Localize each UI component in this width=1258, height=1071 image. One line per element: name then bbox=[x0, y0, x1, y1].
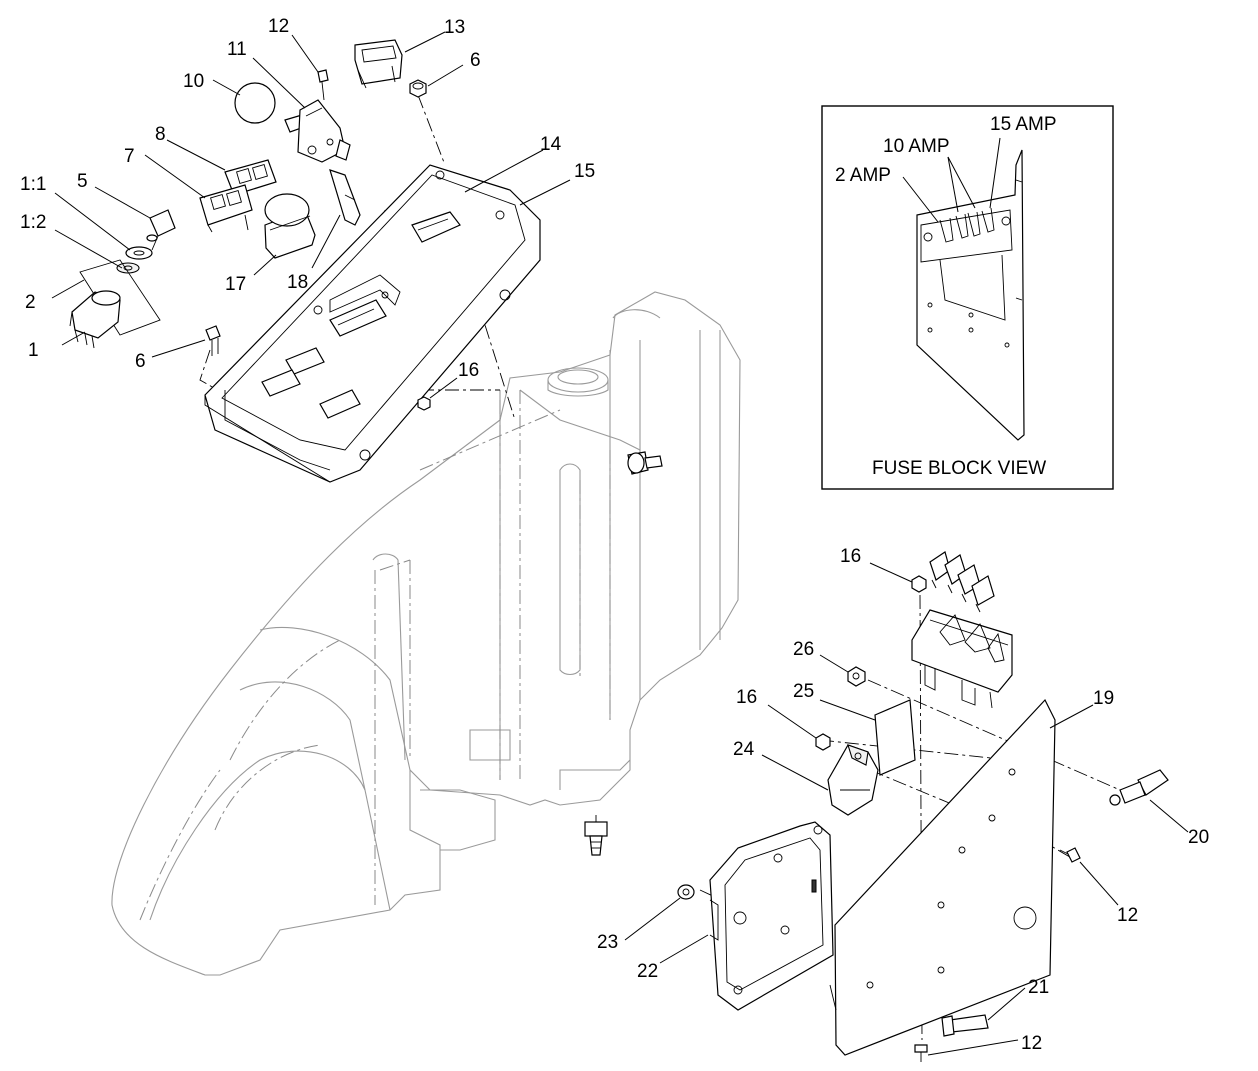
callout-11: 11 bbox=[227, 39, 247, 60]
callout-12-top: 12 bbox=[268, 16, 289, 37]
callout-12-bottom: 12 bbox=[1021, 1033, 1042, 1054]
part-25-pad bbox=[874, 699, 916, 776]
callout-16-middle: 16 bbox=[458, 360, 479, 381]
callout-17: 17 bbox=[225, 274, 246, 295]
callout-1-2: 1:2 bbox=[20, 212, 46, 233]
fuse-block-view-inset: 2 AMP 10 AMP 15 AMP FUSE BLOCK VIEW bbox=[821, 105, 1114, 490]
callout-14: 14 bbox=[540, 134, 562, 155]
callout-16-right-mid: 16 bbox=[736, 687, 757, 708]
callout-6-top: 6 bbox=[470, 50, 481, 71]
part-11-throttle-bracket bbox=[284, 99, 351, 163]
control-panel-plate bbox=[204, 164, 541, 483]
part-21-bolt bbox=[941, 1014, 989, 1037]
part-23-grommet bbox=[677, 884, 695, 900]
part-10-knob-ball bbox=[234, 82, 276, 124]
part-17-push-button bbox=[264, 193, 316, 259]
callout-1-1: 1:1 bbox=[20, 174, 46, 195]
part-19-mounting-plate bbox=[829, 698, 1056, 1056]
label-10-amp: 10 AMP bbox=[883, 136, 950, 157]
part-12-bolt-right bbox=[1059, 847, 1081, 863]
label-2-amp: 2 AMP bbox=[835, 165, 891, 186]
callout-7: 7 bbox=[124, 146, 135, 167]
callout-2: 2 bbox=[25, 292, 36, 313]
part-1-1-washer bbox=[125, 246, 153, 260]
callout-5: 5 bbox=[77, 171, 88, 192]
inset-title: FUSE BLOCK VIEW bbox=[872, 458, 1046, 479]
callout-25: 25 bbox=[793, 681, 814, 702]
blade-fuses bbox=[929, 551, 995, 613]
callout-24: 24 bbox=[733, 739, 755, 760]
callout-22: 22 bbox=[637, 961, 658, 982]
callout-10: 10 bbox=[183, 71, 204, 92]
callout-13: 13 bbox=[444, 17, 465, 38]
body-elbow-fitting bbox=[627, 451, 663, 475]
part-20-key-switch bbox=[1109, 769, 1169, 806]
part-26-nut bbox=[847, 666, 866, 687]
callout-23: 23 bbox=[597, 932, 618, 953]
part-7-rocker-switch bbox=[199, 184, 253, 233]
callout-16-right-top: 16 bbox=[840, 546, 861, 567]
callout-12-right: 12 bbox=[1117, 905, 1138, 926]
part-16-nut-middle bbox=[417, 396, 431, 411]
callout-19: 19 bbox=[1093, 688, 1114, 709]
label-15-amp: 15 AMP bbox=[990, 114, 1057, 135]
part-6-bolt-left bbox=[205, 325, 221, 356]
part-1-2-nut bbox=[116, 262, 140, 274]
part-22-controller bbox=[709, 821, 834, 1011]
part-12-screw-bottom bbox=[914, 1044, 928, 1062]
part-1-ignition-switch bbox=[69, 290, 121, 349]
callout-21: 21 bbox=[1028, 977, 1049, 998]
part-24-module bbox=[827, 744, 879, 816]
callout-1: 1 bbox=[28, 340, 39, 361]
callout-26: 26 bbox=[793, 639, 814, 660]
console-tower-body bbox=[111, 291, 741, 976]
part-16-nut-right-mid bbox=[815, 733, 831, 751]
part-5-key bbox=[146, 209, 176, 251]
callout-18: 18 bbox=[287, 272, 308, 293]
part-18-cable bbox=[329, 169, 361, 226]
part-13-switch-housing bbox=[354, 39, 403, 89]
part-6-nut-top bbox=[409, 79, 427, 98]
callout-leader-lines bbox=[51, 31, 1189, 1056]
callout-15: 15 bbox=[574, 161, 595, 182]
callout-8: 8 bbox=[155, 124, 166, 145]
fuse-block bbox=[911, 609, 1013, 709]
callout-20: 20 bbox=[1188, 827, 1209, 848]
hose-barb-fitting bbox=[584, 815, 608, 856]
part-16-nut-right-top bbox=[911, 575, 927, 593]
part-12-screw-top bbox=[317, 69, 329, 101]
callout-numbers: 1 1:1 1:2 2 5 6 6 7 8 10 11 12 13 14 15 … bbox=[20, 16, 1209, 1054]
callout-6-left: 6 bbox=[135, 351, 146, 372]
